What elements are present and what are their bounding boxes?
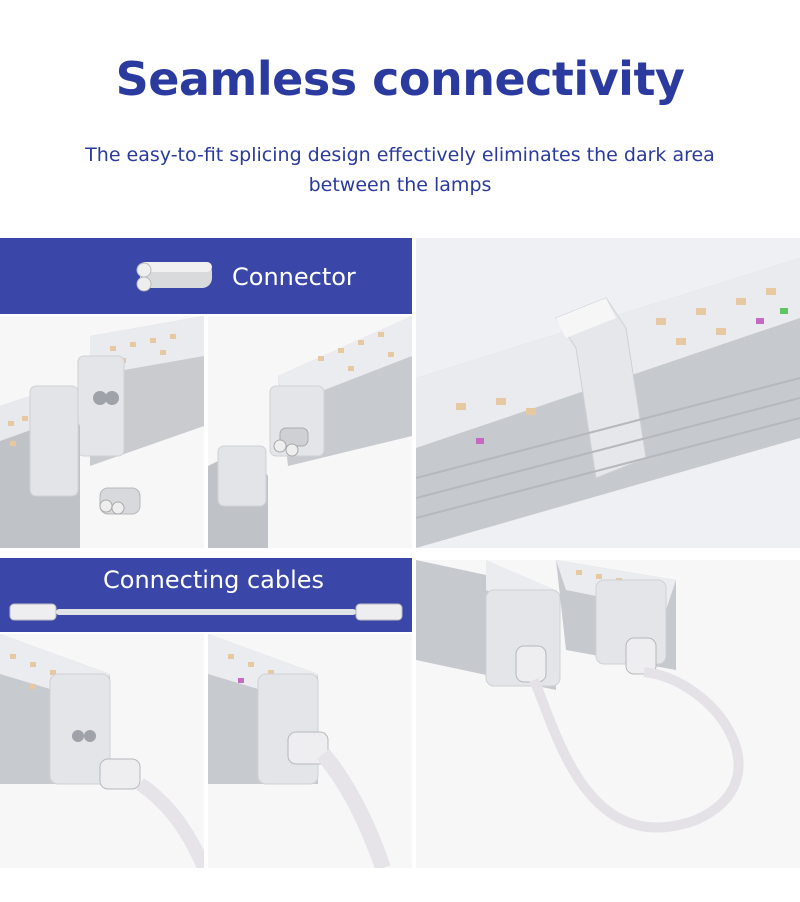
cables-label: Connecting cables [103,566,325,594]
connector-product-image [136,262,212,292]
cable-photo-middle [208,634,412,868]
connector-photo-left [0,316,204,548]
connector-label: Connector [232,263,356,291]
cable-product-image [9,603,403,621]
connected-lamps-closeup-photo [416,238,800,548]
connector-photo-right [208,316,412,548]
page-subtitle: The easy-to-fit splicing design effectiv… [85,144,715,196]
page-title: Seamless connectivity [115,52,685,106]
cables-banner: Connecting cables [0,558,412,632]
cable-photo-left [0,634,204,868]
cable-connected-lamps-photo [416,560,800,868]
connector-banner: Connector [0,238,412,314]
